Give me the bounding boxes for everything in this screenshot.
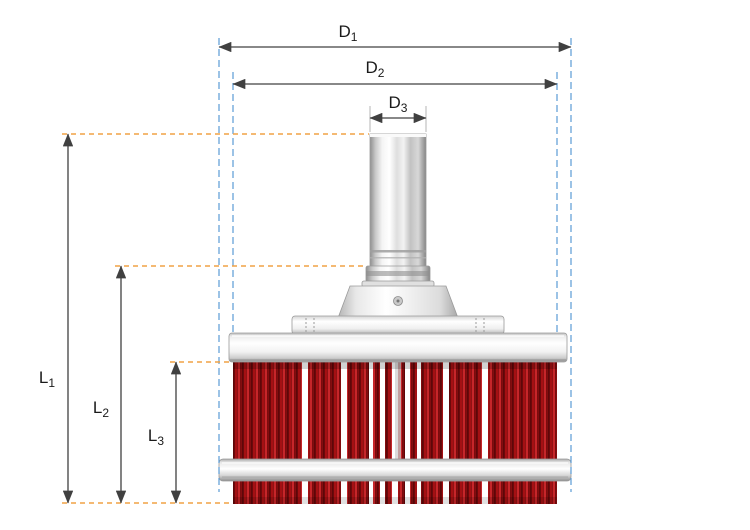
dimension-annotations: D1 D2 D3 L1 L2 L3	[39, 22, 572, 504]
bristle-cluster	[233, 362, 302, 504]
bristle-cluster	[488, 362, 557, 504]
bristle-cluster	[385, 362, 392, 504]
dimension-label-l1: L1	[39, 368, 55, 390]
band-body	[218, 458, 572, 482]
top-flange	[228, 332, 568, 363]
brush-assembly	[218, 133, 572, 504]
bristle-cluster	[398, 362, 405, 504]
shaft	[369, 133, 427, 269]
dimension-label-d2: D2	[366, 58, 385, 80]
bristle-top-shadow	[233, 362, 557, 369]
dimension-label-l3: L3	[148, 426, 164, 448]
center-rod	[395, 362, 401, 459]
collar-nut-band	[366, 271, 430, 276]
bristle-cluster	[410, 362, 417, 504]
shaft-groove	[370, 250, 426, 253]
collar-nut	[365, 265, 431, 283]
bristle-section	[233, 362, 557, 504]
dimension-d3: D3	[369, 93, 427, 124]
dimension-label-d1: D1	[339, 22, 358, 44]
dimension-l2: L2	[93, 265, 127, 504]
bristle-bottom-shade	[233, 497, 557, 504]
dimension-label-l2: L2	[93, 398, 109, 420]
bristle-cluster	[449, 362, 482, 504]
shaft-groove	[370, 257, 426, 259]
flange-body	[228, 332, 568, 363]
dimension-l3: L3	[148, 361, 182, 504]
shaft-top-cap	[370, 134, 426, 137]
dimension-d1: D1	[218, 22, 572, 53]
clamp-band	[218, 458, 572, 482]
dimension-d2: D2	[232, 58, 558, 90]
bristle-cluster	[347, 362, 369, 504]
mid-plate-body	[291, 315, 505, 335]
bristle-cluster	[421, 362, 443, 504]
dimension-l1: L1	[39, 133, 74, 504]
shaft-body	[369, 133, 427, 269]
mid-plate	[291, 315, 505, 335]
bristle-cluster	[373, 362, 380, 504]
dimension-label-d3: D3	[389, 93, 408, 115]
hub-hole-center	[396, 299, 400, 303]
bristle-cluster	[308, 362, 341, 504]
hub	[337, 280, 459, 319]
